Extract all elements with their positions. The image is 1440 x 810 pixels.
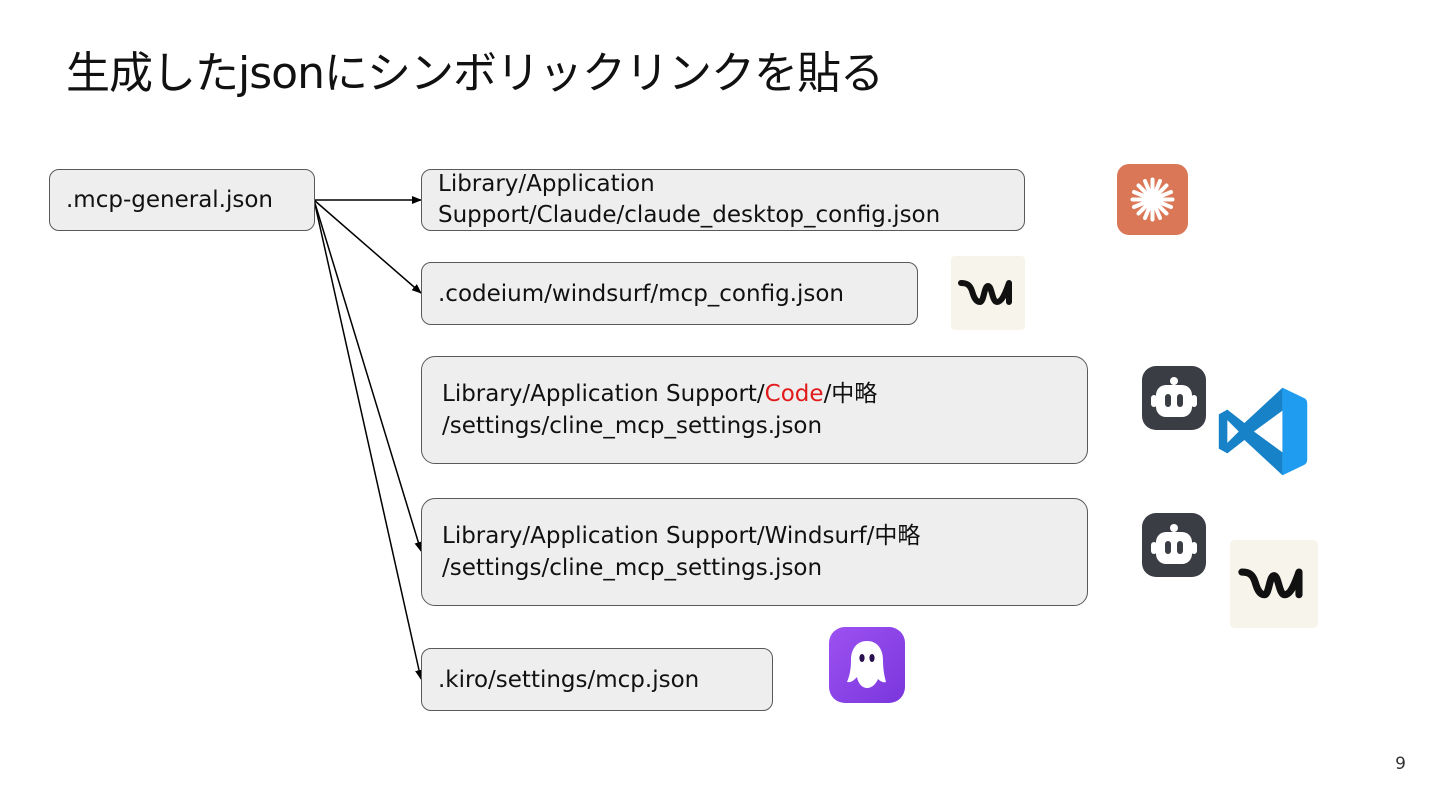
target-windsurf-config-box: .codeium/windsurf/mcp_config.json xyxy=(421,262,918,325)
cline-windsurf-path-line1: Library/Application Support/Windsurf/中略 xyxy=(442,523,921,549)
cline-code-path-line1: Library/Application Support/Code/中略 xyxy=(442,381,878,407)
source-file-label: .mcp-general.json xyxy=(66,187,274,213)
source-file-box: .mcp-general.json xyxy=(49,169,315,231)
code-highlight: Code xyxy=(764,381,824,407)
target-cline-windsurf-box: Library/Application Support/Windsurf/中略 … xyxy=(421,498,1088,606)
target-cline-code-box: Library/Application Support/Code/中略 /set… xyxy=(421,356,1088,464)
cline-windsurf-path-line2: /settings/cline_mcp_settings.json xyxy=(442,555,823,581)
claude-path-line2: Support/Claude/claude_desktop_config.jso… xyxy=(438,202,941,228)
target-kiro-config-box: .kiro/settings/mcp.json xyxy=(421,648,773,711)
arrow-to-cline-windsurf xyxy=(313,199,423,552)
arrow-to-kiro xyxy=(313,199,423,680)
cline-robot-icon xyxy=(1142,366,1206,430)
windsurf-icon xyxy=(951,256,1025,330)
target-claude-config-box: Library/Application Support/Claude/claud… xyxy=(421,169,1025,231)
arrow-to-windsurf xyxy=(313,199,422,294)
cline-code-path-line2: /settings/cline_mcp_settings.json xyxy=(442,413,823,439)
claude-asterisk-icon xyxy=(1117,164,1188,235)
slide-title: 生成したjsonにシンボリックリンクを貼る xyxy=(66,48,884,99)
kiro-path-label: .kiro/settings/mcp.json xyxy=(438,666,700,693)
kiro-ghost-icon xyxy=(829,627,905,703)
windsurf-path-label: .codeium/windsurf/mcp_config.json xyxy=(438,280,845,307)
cline-robot-icon-2 xyxy=(1142,513,1206,577)
page-number: 9 xyxy=(1395,754,1406,774)
vscode-icon xyxy=(1218,387,1308,476)
claude-path-line1: Library/Application xyxy=(438,171,655,197)
windsurf-icon-2 xyxy=(1230,540,1318,628)
